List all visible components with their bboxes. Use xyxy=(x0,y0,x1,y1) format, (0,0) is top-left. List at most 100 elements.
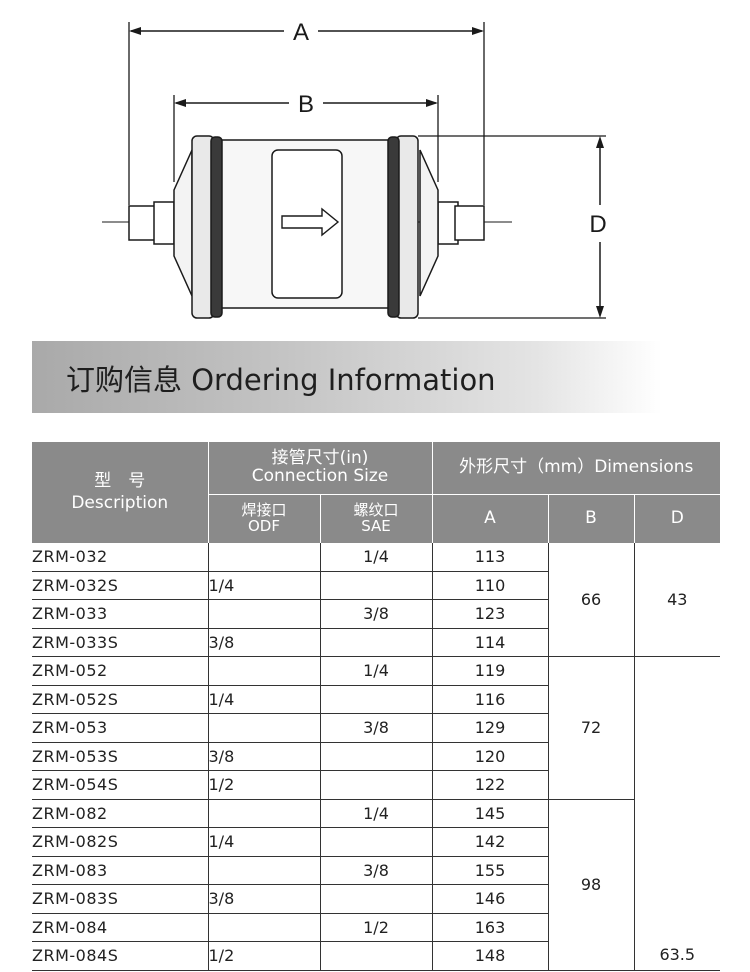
model-header: 型 号 Description xyxy=(32,442,208,543)
model-cell: ZRM-054S xyxy=(32,770,208,800)
model-cell: ZRM-083 xyxy=(32,856,208,885)
dim-a-cell: 146 xyxy=(431,884,548,914)
dim-a-cell: 122 xyxy=(431,770,548,800)
model-cell: ZRM-052S xyxy=(32,685,208,714)
table-row: ZRM-082S 1/4 142 xyxy=(32,827,720,857)
sae-header-cn: 螺纹口 xyxy=(353,501,399,520)
odf-cell xyxy=(207,713,320,743)
dim-a-cell: 123 xyxy=(431,599,548,629)
odf-cell xyxy=(207,913,320,942)
dimension-d-label: D xyxy=(589,211,606,238)
col-b-header: B xyxy=(547,494,634,543)
dim-a-cell: 119 xyxy=(431,656,548,686)
model-header-cn: 型 号 xyxy=(94,470,146,491)
model-cell: ZRM-082 xyxy=(32,799,208,828)
table-row: ZRM-032S 1/4 110 xyxy=(32,571,720,600)
odf-cell xyxy=(207,543,320,572)
sae-cell: 3/8 xyxy=(319,856,432,885)
model-cell: ZRM-053S xyxy=(32,742,208,771)
model-cell: ZRM-033 xyxy=(32,599,208,629)
sae-cell xyxy=(319,742,432,771)
dim-a-cell: 145 xyxy=(431,799,548,828)
sae-cell xyxy=(319,571,432,600)
ordering-info-banner: 订购信息 Ordering Information xyxy=(32,341,662,413)
model-cell: ZRM-084 xyxy=(32,913,208,942)
dimension-b-label: B xyxy=(298,91,314,118)
dim-a-cell: 113 xyxy=(431,543,548,572)
sae-cell: 1/4 xyxy=(319,656,432,686)
odf-cell: 1/2 xyxy=(207,770,320,800)
sae-cell: 1/4 xyxy=(319,543,432,572)
connection-header-cn: 接管尺寸(in) xyxy=(271,448,369,469)
table-row: ZRM-083S 3/8 146 xyxy=(32,884,720,914)
dim-b-cell: 66 xyxy=(547,543,634,657)
sae-header: 螺纹口 SAE xyxy=(319,494,432,543)
dim-d-cell: 63.5 xyxy=(633,656,720,971)
dim-a-cell: 155 xyxy=(431,856,548,885)
sae-cell: 3/8 xyxy=(319,713,432,743)
odf-cell xyxy=(207,799,320,828)
dimension-a-label: A xyxy=(293,19,309,46)
table-row: ZRM-084 1/2 163 xyxy=(32,913,720,942)
model-cell: ZRM-032 xyxy=(32,543,208,572)
odf-cell xyxy=(207,656,320,686)
dim-b-cell: 72 xyxy=(547,656,634,800)
dim-a-cell: 114 xyxy=(431,628,548,657)
dim-b-cell: 98 xyxy=(547,799,634,971)
table-row: ZRM-083 3/8 155 xyxy=(32,856,720,885)
odf-header-en: ODF xyxy=(248,517,280,535)
filter-drier-diagram: A B D xyxy=(102,19,607,319)
table-row: ZRM-052 1/4 119 72 63.5 xyxy=(32,656,720,971)
odf-cell: 3/8 xyxy=(207,742,320,771)
dim-a-cell: 142 xyxy=(431,827,548,857)
dim-a-cell: 163 xyxy=(431,913,548,942)
sae-cell xyxy=(319,827,432,857)
model-cell: ZRM-084S xyxy=(32,941,208,971)
dim-d-cell: 43 xyxy=(633,543,720,657)
connection-size-header: 接管尺寸(in) Connection Size xyxy=(207,442,432,495)
odf-cell: 3/8 xyxy=(207,628,320,657)
odf-cell: 1/4 xyxy=(207,685,320,714)
col-d-header: D xyxy=(633,494,720,543)
table-row: ZRM-084S 1/2 148 xyxy=(32,941,720,971)
sae-cell: 1/2 xyxy=(319,913,432,942)
dim-a-cell: 148 xyxy=(431,941,548,971)
dimensions-header-text: 外形尺寸（mm）Dimensions xyxy=(459,457,694,478)
odf-cell xyxy=(207,856,320,885)
sae-cell: 3/8 xyxy=(319,599,432,629)
dim-a-cell: 129 xyxy=(431,713,548,743)
odf-header: 焊接口 ODF xyxy=(207,494,320,543)
model-cell: ZRM-082S xyxy=(32,827,208,857)
dimensions-header: 外形尺寸（mm）Dimensions xyxy=(431,442,720,495)
model-cell: ZRM-052 xyxy=(32,656,208,686)
odf-cell: 1/2 xyxy=(207,941,320,971)
col-a-header: A xyxy=(431,494,548,543)
model-cell: ZRM-053 xyxy=(32,713,208,743)
odf-cell: 3/8 xyxy=(207,884,320,914)
table-row: ZRM-054S 1/2 122 xyxy=(32,770,720,800)
model-header-en: Description xyxy=(71,492,169,513)
table-row: ZRM-032 1/4 113 66 43 xyxy=(32,543,720,657)
odf-header-cn: 焊接口 xyxy=(241,501,287,520)
sae-cell: 1/4 xyxy=(319,799,432,828)
section-title: 订购信息 Ordering Information xyxy=(66,363,496,397)
connection-header-en: Connection Size xyxy=(251,466,389,486)
sae-header-en: SAE xyxy=(361,517,391,535)
odf-cell: 1/4 xyxy=(207,571,320,600)
dim-a-cell: 116 xyxy=(431,685,548,714)
table-row: ZRM-082 1/4 145 98 xyxy=(32,799,720,971)
table-row: ZRM-033 3/8 123 xyxy=(32,599,720,629)
model-cell: ZRM-032S xyxy=(32,571,208,600)
sae-cell xyxy=(319,685,432,714)
odf-cell xyxy=(207,599,320,629)
dim-a-cell: 120 xyxy=(431,742,548,771)
dim-a-cell: 110 xyxy=(431,571,548,600)
odf-cell: 1/4 xyxy=(207,827,320,857)
sae-cell xyxy=(319,941,432,971)
table-row: ZRM-053S 3/8 120 xyxy=(32,742,720,771)
model-cell: ZRM-083S xyxy=(32,884,208,914)
table-row: ZRM-052S 1/4 116 xyxy=(32,685,720,714)
ordering-table: 型 号 Description 接管尺寸(in) Connection Size… xyxy=(32,442,720,971)
table-row: ZRM-033S 3/8 114 xyxy=(32,628,720,657)
model-cell: ZRM-033S xyxy=(32,628,208,657)
